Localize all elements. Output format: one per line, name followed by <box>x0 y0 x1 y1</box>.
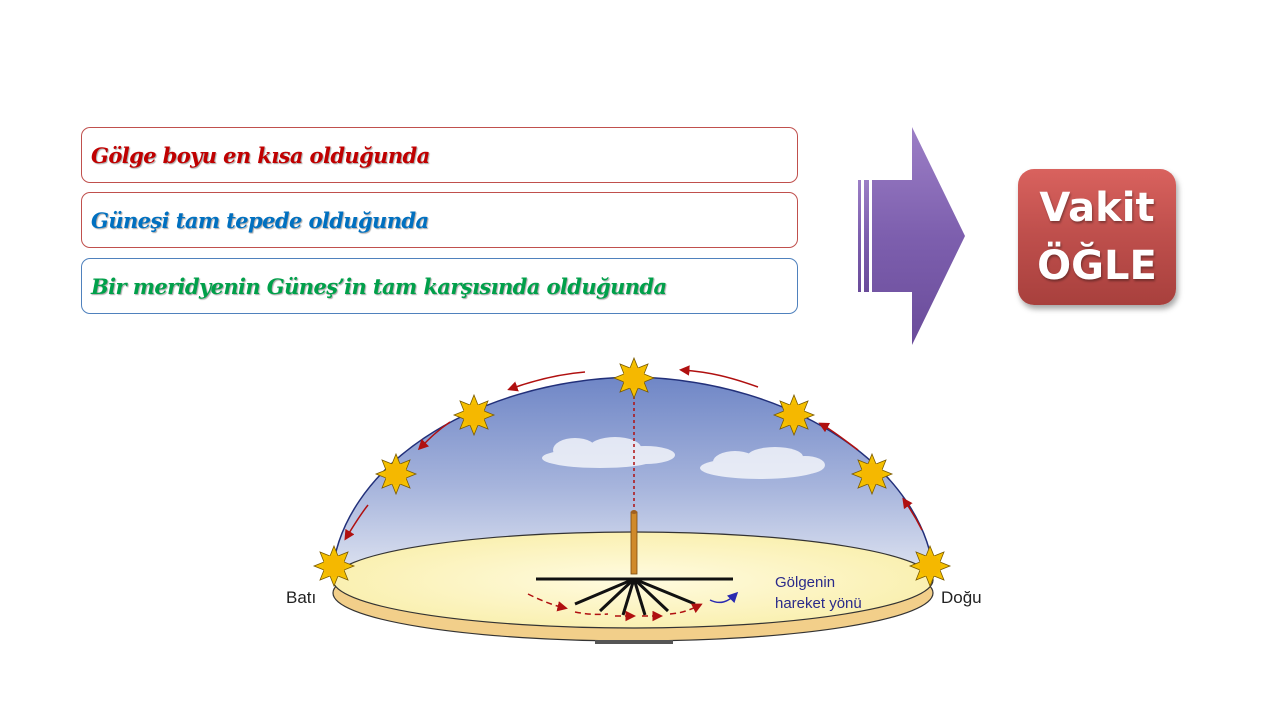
east-label: Doğu <box>941 588 982 607</box>
sun-icon <box>612 356 656 400</box>
cloud-left <box>542 437 675 468</box>
condition-box-meridian-facing-sun: Bir meridyenin Güneş’in tam karşısında o… <box>81 258 798 314</box>
sun-icon <box>452 393 496 437</box>
condition-box-shortest-shadow: Gölge boyu en kısa olduğunda <box>81 127 798 183</box>
condition-box-sun-overhead: Güneşi tam tepede olduğunda <box>81 192 798 248</box>
shadow-label-line2: hareket yönü <box>775 595 862 612</box>
condition-text: Güneşi tam tepede olduğunda <box>91 207 429 233</box>
sun-icon <box>312 544 356 588</box>
sun-icon <box>772 393 816 437</box>
sun-icons <box>312 356 952 588</box>
shadow-label-line1: Gölgenin <box>775 574 835 591</box>
shadow-lines <box>536 577 733 616</box>
condition-text: Bir meridyenin Güneş’in tam karşısında o… <box>91 273 667 299</box>
result-line-vakit: Vakit <box>1039 185 1155 231</box>
west-label: Batı <box>286 588 316 607</box>
cloud-right <box>700 447 825 479</box>
sun-icon <box>374 452 418 496</box>
shadow-motion-arrows <box>527 593 703 622</box>
result-line-ogle: ÖĞLE <box>1037 243 1157 289</box>
shadow-label-pointer <box>709 591 739 604</box>
sun-path-arrows <box>344 365 923 541</box>
result-box-noon: Vakit ÖĞLE <box>1018 169 1176 305</box>
condition-text: Gölge boyu en kısa olduğunda <box>91 142 430 168</box>
gnomon-stick <box>630 511 638 575</box>
sun-icon <box>908 544 952 588</box>
sun-path-diagram: Batı Doğu Gölgenin hareket yönü <box>286 356 982 644</box>
sun-icon <box>850 452 894 496</box>
right-arrow-icon <box>858 127 965 345</box>
